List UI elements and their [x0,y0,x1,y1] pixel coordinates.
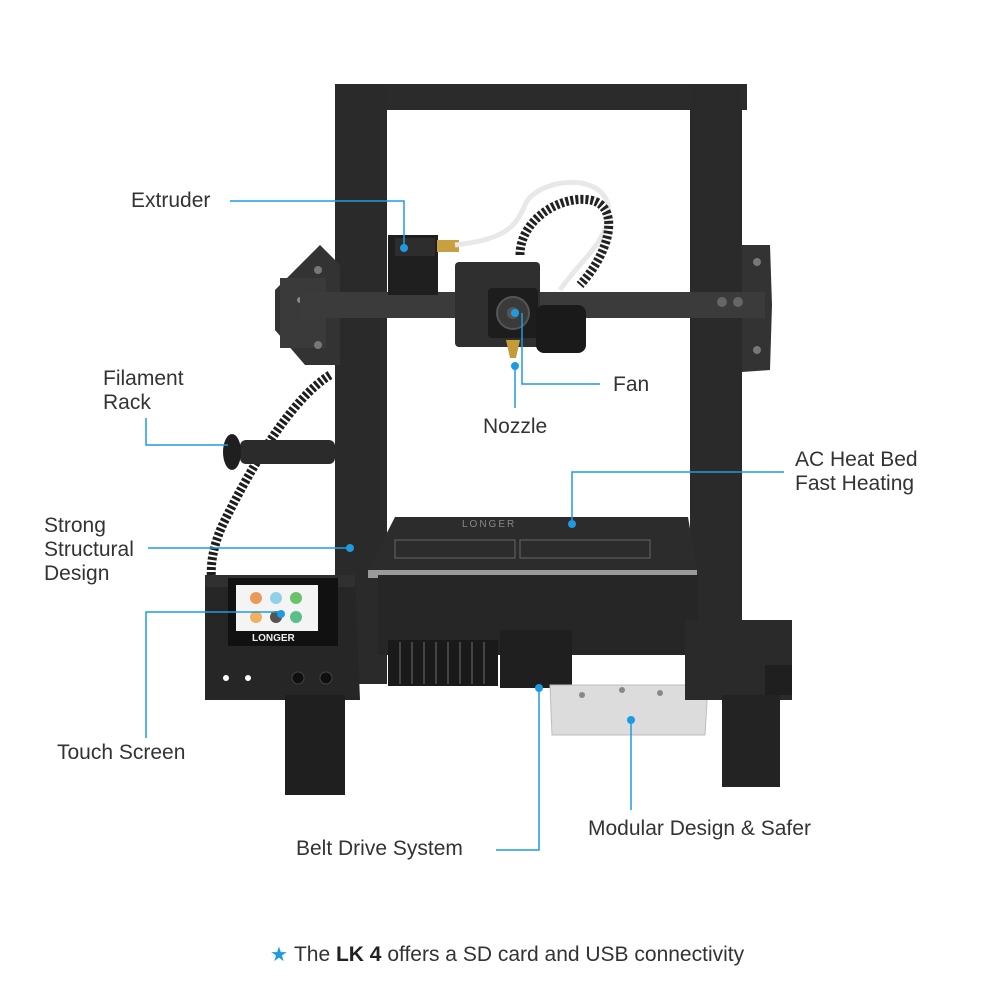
label-modular: Modular Design & Safer [588,817,811,840]
label-belt-drive: Belt Drive System [296,837,463,860]
touch-screen-display [236,585,318,631]
base-right-leg [722,695,780,787]
label-heat-bed-line1: AC Heat Bed [795,448,918,471]
label-strong-line3: Design [44,562,110,585]
touch-screen-leader [145,611,281,738]
footer-prefix: The [293,943,331,966]
bowden-tube [454,180,611,292]
label-filament-rack-line2: Rack [103,391,151,414]
label-strong-line2: Structural [44,538,134,561]
power-supply-module [549,684,709,736]
filament-rack-arm [240,440,335,464]
label-nozzle: Nozzle [483,415,548,438]
label-extruder: Extruder [131,189,211,212]
belt-drive-leader [496,688,540,851]
bed-brand-text: LONGER [462,519,516,530]
label-touch-screen: Touch Screen [57,741,186,764]
part-cooling-fan [536,305,586,353]
star-icon: ★ [270,944,288,966]
heat-bed-leader [571,471,784,524]
footer-caption: ★The LK 4 offers a SD card and USB conne… [270,942,744,967]
frame-top-bar [335,84,747,110]
belt-drive-housing [500,630,572,688]
filament-rack-cap [223,434,241,470]
screen-icon-grid [250,592,302,623]
heat-bed-plate [368,517,697,570]
fan-leader [521,313,600,385]
label-fan: Fan [613,373,650,396]
heatsink [388,640,498,686]
label-heat-bed-line2: Fast Heating [795,472,915,495]
frame-right-upright [690,84,742,644]
screen-brand-text: LONGER [252,633,296,644]
filament-rack-leader [145,418,228,446]
cable-wrap-left [206,371,333,613]
label-strong-line1: Strong [44,514,106,537]
footer-model: LK 4 [335,943,382,966]
callout-lines [145,200,784,851]
nozzle-tip [506,340,520,358]
base-left-leg [285,695,345,795]
footer-suffix: offers a SD card and USB connectivity [387,943,745,966]
extruder-leader [230,200,405,248]
label-filament-rack-line1: Filament [103,367,184,390]
cable-wrap-right [515,194,614,289]
